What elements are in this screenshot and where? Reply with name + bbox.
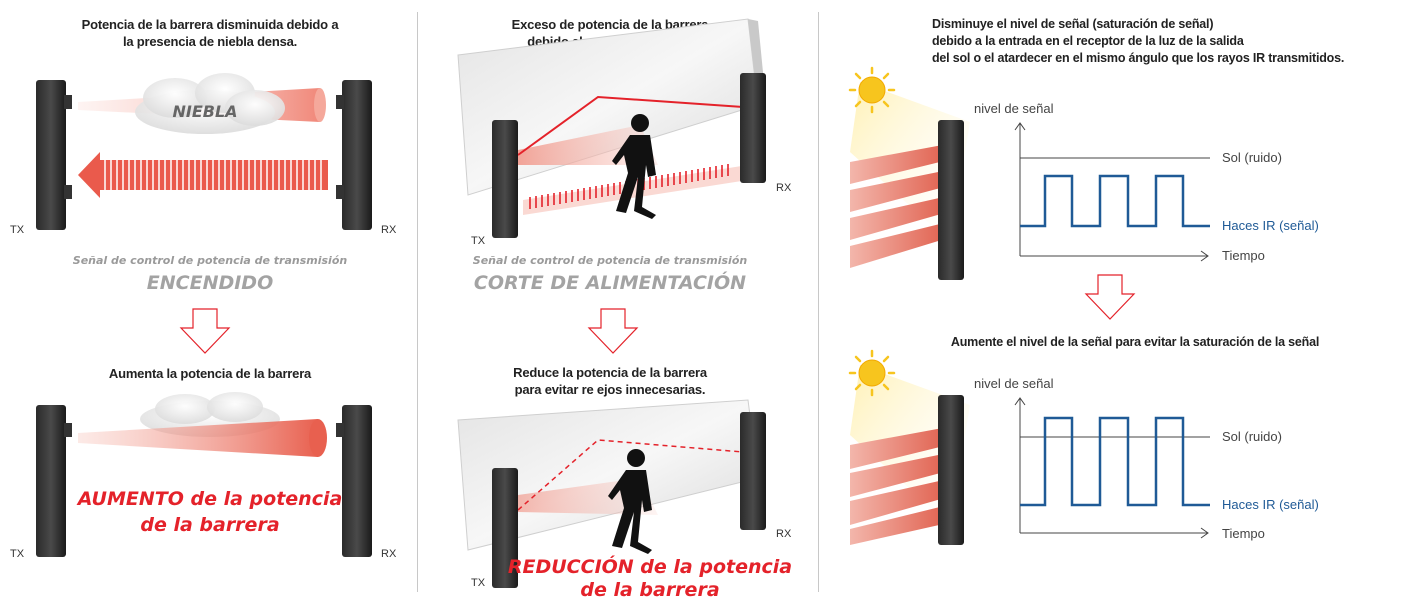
person-walking-icon — [608, 449, 652, 554]
panel1-control-signal: Señal de control de potencia de transmis… — [72, 254, 348, 267]
down-arrow-icon — [1084, 274, 1136, 320]
rx-barrier-icon — [938, 120, 964, 280]
panel-divider-1 — [417, 12, 418, 592]
panel1-control-state: ENCENDIDO — [146, 272, 274, 294]
down-arrow-icon — [179, 308, 231, 354]
panel1-rx-label: RX — [381, 224, 397, 236]
tx-barrier-icon — [492, 120, 518, 238]
rx-barrier-icon — [740, 73, 766, 183]
panel3-sun-illustration-2 — [848, 349, 970, 545]
graph1-sun-label: Sol (ruido) — [1222, 150, 1282, 165]
graph1 — [1014, 122, 1210, 262]
panel2-control-signal: Señal de control de potencia de transmis… — [472, 254, 748, 267]
panel2-tx-label: TX — [471, 235, 486, 247]
fog-cloud-icon — [135, 73, 285, 134]
graph2 — [1014, 397, 1210, 539]
panel2-tx-label-bottom: TX — [471, 577, 486, 589]
rx-barrier-icon — [740, 412, 766, 530]
panel3-sun-illustration-1 — [848, 66, 970, 280]
beam-strong — [78, 419, 318, 457]
ir-beams — [850, 427, 948, 545]
rx-barrier-icon — [336, 405, 372, 557]
graph2-axes — [1014, 397, 1209, 539]
return-signal-arrow — [78, 152, 328, 198]
panel2-title-line1: Exceso de potencia de la barrera — [511, 17, 709, 32]
graph2-ir-label: Haces IR (señal) — [1222, 497, 1319, 512]
graph1-ir-signal — [1020, 174, 1210, 228]
panel-divider-2 — [818, 12, 819, 592]
panel2-result-line2: de la barrera — [580, 579, 720, 601]
tx-barrier-icon — [492, 468, 518, 588]
panel3-title-line2: debido a la entrada en el receptor de la… — [932, 34, 1244, 48]
tx-barrier-icon — [36, 80, 72, 230]
panel1-result-text: AUMENTO de la potencia de la barrera — [40, 486, 380, 538]
graph2-y-label: nivel de señal — [974, 376, 1054, 391]
graph1-x-label: Tiempo — [1222, 248, 1265, 263]
panel1-tx-label-bottom: TX — [10, 548, 25, 560]
down-arrow-icon — [587, 308, 639, 354]
graph1-axes — [1014, 122, 1209, 262]
panel1-title: Potencia de la barrera disminuida debido… — [40, 16, 380, 50]
panel2-wall-illustration — [457, 18, 766, 238]
panel2-result-title-line1: Reduce la potencia de la barrera — [513, 365, 707, 380]
panel2-rx-label-bottom: RX — [776, 528, 792, 540]
sun-icon — [848, 66, 896, 114]
graph2-x-label: Tiempo — [1222, 526, 1265, 541]
panel3-result-title: Aumente el nivel de la señal para evitar… — [950, 335, 1320, 349]
panel3-title-line1: Disminuye el nivel de señal (saturación … — [932, 17, 1214, 31]
panel1-title-line1: Potencia de la barrera disminuida debido… — [81, 17, 339, 32]
panel1-tx-label: TX — [10, 224, 25, 236]
panel2-rx-label: RX — [776, 182, 792, 194]
panel1-rx-label-bottom: RX — [381, 548, 397, 560]
graph1-ir-label: Haces IR (señal) — [1222, 218, 1319, 233]
panel1-result-line1: AUMENTO de la potencia — [77, 488, 343, 510]
panel2-result-title: Reduce la potencia de la barrera para ev… — [440, 364, 780, 398]
panel3-title: Disminuye el nivel de señal (saturación … — [932, 16, 1412, 67]
graph1-y-label: nivel de señal — [974, 101, 1054, 116]
panel1-fog-illustration — [36, 73, 372, 230]
panel2-result-line1: REDUCCIÓN de la potencia — [507, 556, 793, 578]
panel1-result-line2: de la barrera — [140, 514, 280, 536]
panel2-reduced-illustration — [457, 399, 766, 588]
reflection-line — [517, 95, 744, 156]
fog-label: NIEBLA — [172, 102, 238, 121]
rx-barrier-icon — [336, 80, 372, 230]
panel2-control-state: CORTE DE ALIMENTACIÓN — [473, 272, 747, 294]
sun-icon — [848, 349, 896, 397]
person-walking-icon — [612, 114, 656, 219]
panel1-result-title: Aumenta la potencia de la barrera — [108, 366, 312, 381]
panel1-boost-illustration — [36, 392, 372, 557]
panel3-title-line3: del sol o el atardecer en el mismo ángul… — [932, 51, 1345, 65]
tx-barrier-icon — [36, 405, 72, 557]
graph2-sun-label: Sol (ruido) — [1222, 429, 1282, 444]
panel2-result-text: REDUCCIÓN de la potencia de la barrera — [500, 556, 800, 602]
graph2-ir-signal — [1020, 416, 1210, 507]
ir-beams — [850, 144, 948, 268]
panel2-result-title-line2: para evitar re ejos innecesarias. — [514, 382, 706, 397]
panel1-title-line2: la presencia de niebla densa. — [122, 34, 298, 49]
rx-barrier-icon — [938, 395, 964, 545]
